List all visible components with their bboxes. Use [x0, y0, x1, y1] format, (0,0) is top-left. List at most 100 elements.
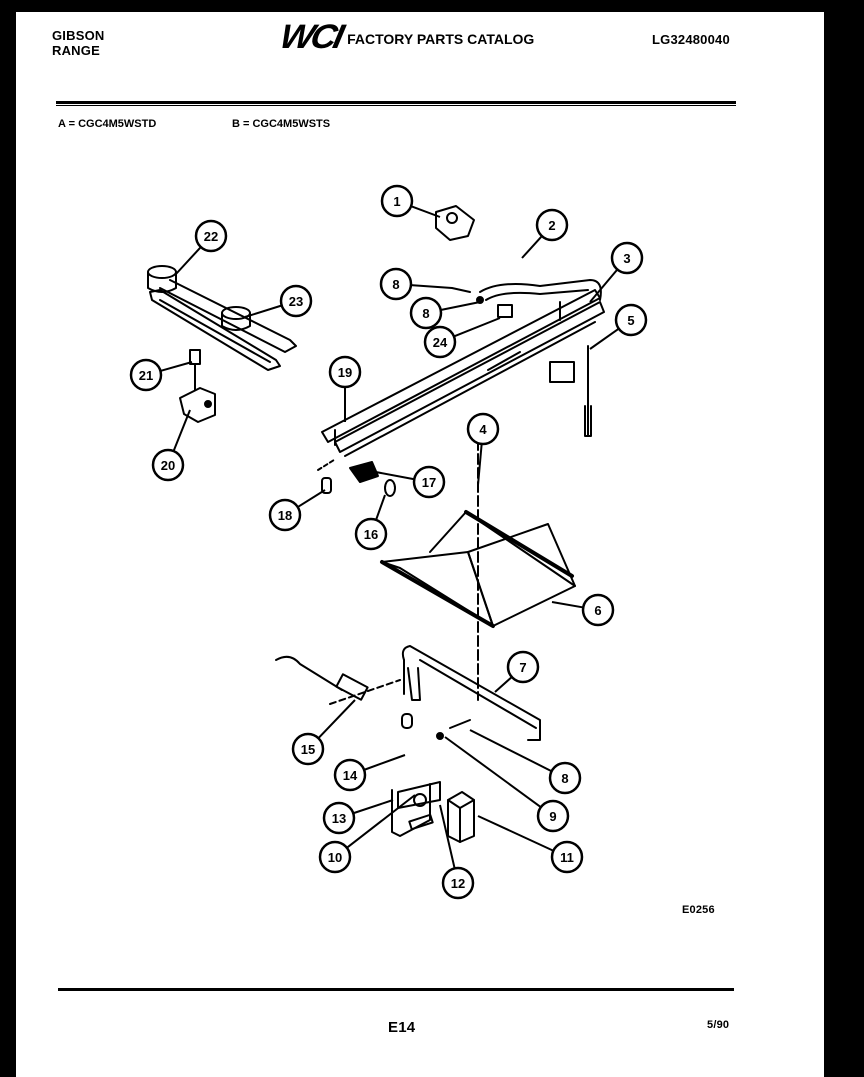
- catalog-page: [16, 12, 824, 1077]
- callout-part-5: 5: [589, 303, 648, 350]
- callout-circle: [380, 184, 414, 218]
- callout-circle: [268, 498, 302, 532]
- callout-part-14: 14: [333, 754, 406, 792]
- callout-circle: [318, 840, 352, 874]
- callout-number: 8: [561, 771, 568, 786]
- leader-line: [453, 317, 501, 338]
- callout-circle: [423, 325, 457, 359]
- leader-line: [317, 699, 356, 739]
- manifold-drawing: [321, 279, 605, 457]
- leader-line: [244, 304, 282, 318]
- leader-line: [364, 469, 415, 481]
- callout-number: 2: [548, 218, 555, 233]
- callout-number: 24: [433, 335, 448, 350]
- page-number: E14: [388, 1019, 416, 1036]
- leader-line: [439, 804, 456, 869]
- callout-circle: [291, 732, 325, 766]
- callout-part-24: 24: [423, 317, 501, 359]
- callout-number: 22: [204, 229, 218, 244]
- leader-line: [477, 815, 554, 852]
- callout-number: 21: [139, 368, 153, 383]
- callout-circle: [379, 267, 413, 301]
- gas-valve-drawing: [435, 205, 475, 241]
- callout-circle: [328, 355, 362, 389]
- callout-number: 13: [332, 811, 346, 826]
- callout-circle: [466, 412, 500, 446]
- callout-part-18: 18: [268, 489, 326, 532]
- brand-name: GIBSON: [52, 28, 105, 43]
- callout-circle: [581, 593, 615, 627]
- callout-part-9: 9: [444, 736, 570, 833]
- callout-number: 18: [278, 508, 292, 523]
- leader-line: [494, 676, 513, 693]
- leader-line: [363, 754, 406, 771]
- catalog-title: FACTORY PARTS CATALOG: [347, 31, 535, 47]
- callout-number: 3: [623, 251, 630, 266]
- leader-line: [346, 794, 416, 849]
- callout-part-8: 8: [409, 296, 481, 330]
- callout-part-3: 3: [589, 241, 644, 303]
- thermostat-drawing: [549, 345, 592, 437]
- callout-circle: [322, 801, 356, 835]
- doc-number: LG32480040: [652, 32, 730, 47]
- footer-rule: [58, 988, 734, 991]
- callout-number: 5: [627, 313, 634, 328]
- callout-part-8: 8: [379, 267, 453, 301]
- callout-part-7: 7: [494, 650, 540, 693]
- callout-part-1: 1: [380, 184, 441, 218]
- callout-number: 10: [328, 850, 342, 865]
- callout-number: 17: [422, 475, 436, 490]
- callout-part-20: 20: [151, 409, 191, 482]
- igniter-drawing: [275, 655, 401, 705]
- callout-part-13: 13: [322, 799, 394, 835]
- callout-part-12: 12: [439, 804, 475, 900]
- callout-part-4: 4: [466, 412, 500, 486]
- leader-line: [410, 284, 453, 289]
- leader-line: [410, 205, 441, 218]
- callout-part-11: 11: [477, 815, 584, 874]
- leader-line: [172, 409, 191, 452]
- callout-part-8: 8: [469, 729, 582, 795]
- callout-circle: [614, 303, 648, 337]
- callout-part-10: 10: [318, 794, 416, 874]
- callout-circle: [409, 296, 443, 330]
- callout-circle: [506, 650, 540, 684]
- callout-number: 16: [364, 527, 378, 542]
- product-type: RANGE: [52, 43, 100, 58]
- header-rule-thin: [56, 105, 736, 106]
- brand-block: GIBSON RANGE: [52, 28, 104, 58]
- model-a: A = CGC4M5WSTD: [58, 118, 157, 130]
- callout-number: 20: [161, 458, 175, 473]
- leader-line: [521, 235, 543, 259]
- leader-line: [551, 601, 584, 609]
- leader-line: [297, 489, 326, 508]
- callout-number: 8: [392, 277, 399, 292]
- callout-circle: [129, 358, 163, 392]
- leader-line: [175, 246, 202, 275]
- callout-number: 11: [560, 850, 574, 865]
- callout-circle: [536, 799, 570, 833]
- callout-part-21: 21: [129, 358, 193, 392]
- callout-circle: [333, 758, 367, 792]
- leader-line: [444, 736, 542, 808]
- diagram-code: E0256: [682, 904, 715, 916]
- leader-line: [589, 268, 619, 303]
- date-code: 5/90: [707, 1019, 730, 1031]
- callout-circle: [550, 840, 584, 874]
- leader-line: [589, 327, 620, 350]
- callout-circle: [354, 517, 388, 551]
- callout-number: 19: [338, 365, 352, 380]
- callout-part-15: 15: [291, 699, 356, 766]
- callout-part-16: 16: [354, 494, 388, 551]
- leader-line: [375, 494, 386, 521]
- callout-number: 9: [549, 809, 556, 824]
- header-rule: [56, 101, 736, 104]
- callout-number: 7: [519, 660, 526, 675]
- callout-part-23: 23: [244, 284, 313, 318]
- leader-line: [352, 799, 394, 815]
- callout-circle: [610, 241, 644, 275]
- callout-number: 8: [422, 306, 429, 321]
- callout-circle: [441, 866, 475, 900]
- callout-circle: [548, 761, 582, 795]
